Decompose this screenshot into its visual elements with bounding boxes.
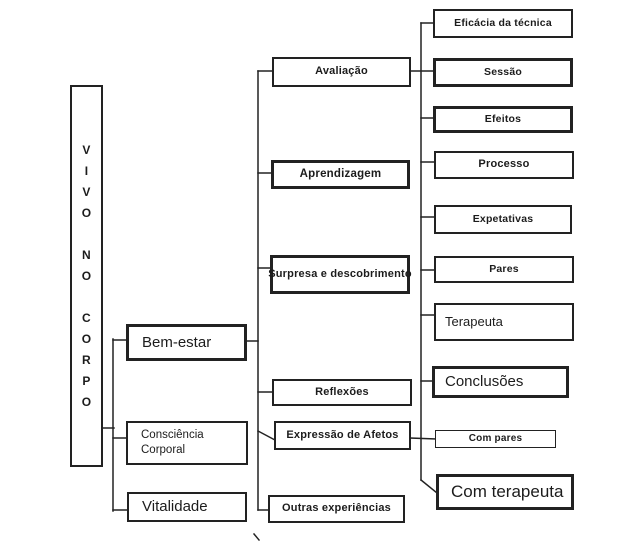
- node-eficacia-da-tecnica: Eficácia da técnica: [433, 9, 573, 38]
- node-avaliacao: Avaliação: [272, 57, 411, 87]
- node-bem-estar: Bem-estar: [126, 324, 247, 361]
- category-connectors: [102, 338, 129, 512]
- node-pares: Pares: [434, 256, 574, 283]
- node-consciencia-corporal: Consciência Corporal: [126, 421, 248, 465]
- node-efeitos: Efeitos: [433, 106, 573, 133]
- node-aprendizagem: Aprendizagem: [271, 160, 410, 189]
- node-expressao-de-afetos: Expressão de Afetos: [274, 421, 411, 450]
- stray-mark: [252, 532, 261, 542]
- node-outras-experiencias: Outras experiências: [268, 495, 405, 523]
- theme-connectors: [244, 70, 277, 511]
- node-vivo-no-corpo: V I V O N O C O R P O: [70, 85, 103, 467]
- node-vitalidade: Vitalidade: [127, 492, 247, 522]
- node-processo: Processo: [434, 151, 574, 179]
- node-com-terapeuta: Com terapeuta: [436, 474, 574, 510]
- node-surpresa-e-descobrimento: Surpresa e descobrimento: [268, 255, 412, 294]
- node-conclusoes: Conclusões: [432, 366, 569, 398]
- node-terapeuta: Terapeuta: [434, 303, 574, 341]
- node-expetativas: Expetativas: [434, 205, 572, 234]
- node-reflexoes: Reflexões: [272, 379, 412, 406]
- node-com-pares: Com pares: [435, 430, 556, 448]
- subtheme-connectors: [409, 22, 439, 495]
- node-sessao: Sessão: [433, 58, 573, 87]
